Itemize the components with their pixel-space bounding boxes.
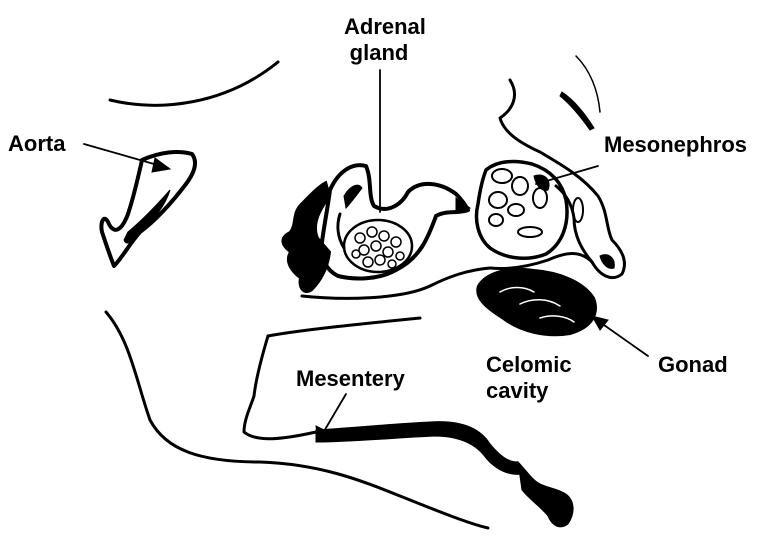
aorta-structure — [101, 152, 195, 266]
dorsal-body-wall-outline — [110, 62, 278, 105]
mesonephros-label: Mesonephros — [604, 132, 747, 158]
adrenal-gland-label: Adrenal gland — [344, 14, 414, 66]
ventral-body-wall-outline — [106, 312, 488, 528]
gonad-label: Gonad — [658, 352, 728, 378]
celomic-cavity-label-line-1: Celomic — [486, 352, 572, 378]
adrenal-gland-structure — [282, 165, 470, 292]
celomic-cavity-label: Celomic cavity — [486, 352, 572, 404]
mesonephros-structure — [477, 56, 625, 278]
gonad-structure — [477, 269, 596, 335]
adrenal-gland-label-line-2: gland — [344, 40, 414, 66]
celomic-cavity-label-line-2: cavity — [486, 378, 572, 404]
adrenal-gland-label-line-1: Adrenal — [344, 14, 414, 40]
mesentery-membrane — [316, 422, 522, 475]
aorta-label: Aorta — [8, 131, 65, 157]
mesentery-label: Mesentery — [296, 366, 405, 392]
